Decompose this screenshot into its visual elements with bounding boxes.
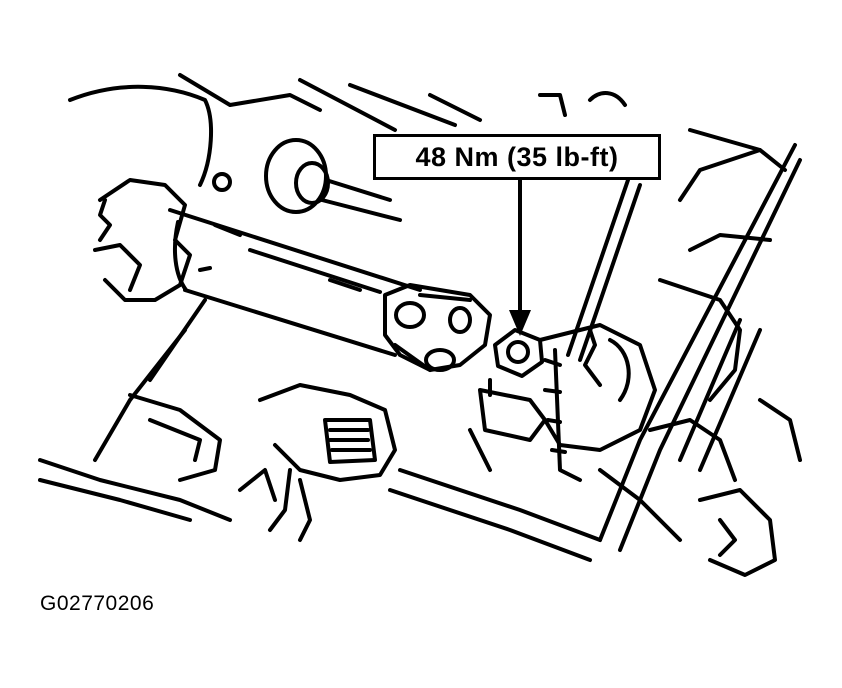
exhaust-pipes (388, 428, 602, 562)
wiring-connector (238, 383, 397, 542)
callout-arrowhead (509, 310, 531, 336)
pipe-cap (264, 138, 402, 222)
torque-callout: 48 Nm (35 lb-ft) (373, 134, 661, 180)
driveshaft-tube (168, 208, 422, 357)
torque-callout-label: 48 Nm (35 lb-ft) (415, 141, 619, 172)
tie-rods (566, 143, 802, 552)
flange-bolt (478, 328, 547, 442)
rear-differential (538, 128, 787, 542)
universal-joint (383, 283, 492, 372)
lower-frame (38, 298, 232, 522)
lower-right-bracket (698, 398, 802, 577)
left-flange (93, 172, 232, 302)
figure-code: G02770206 (40, 592, 155, 615)
upper-left-housing (68, 73, 627, 187)
